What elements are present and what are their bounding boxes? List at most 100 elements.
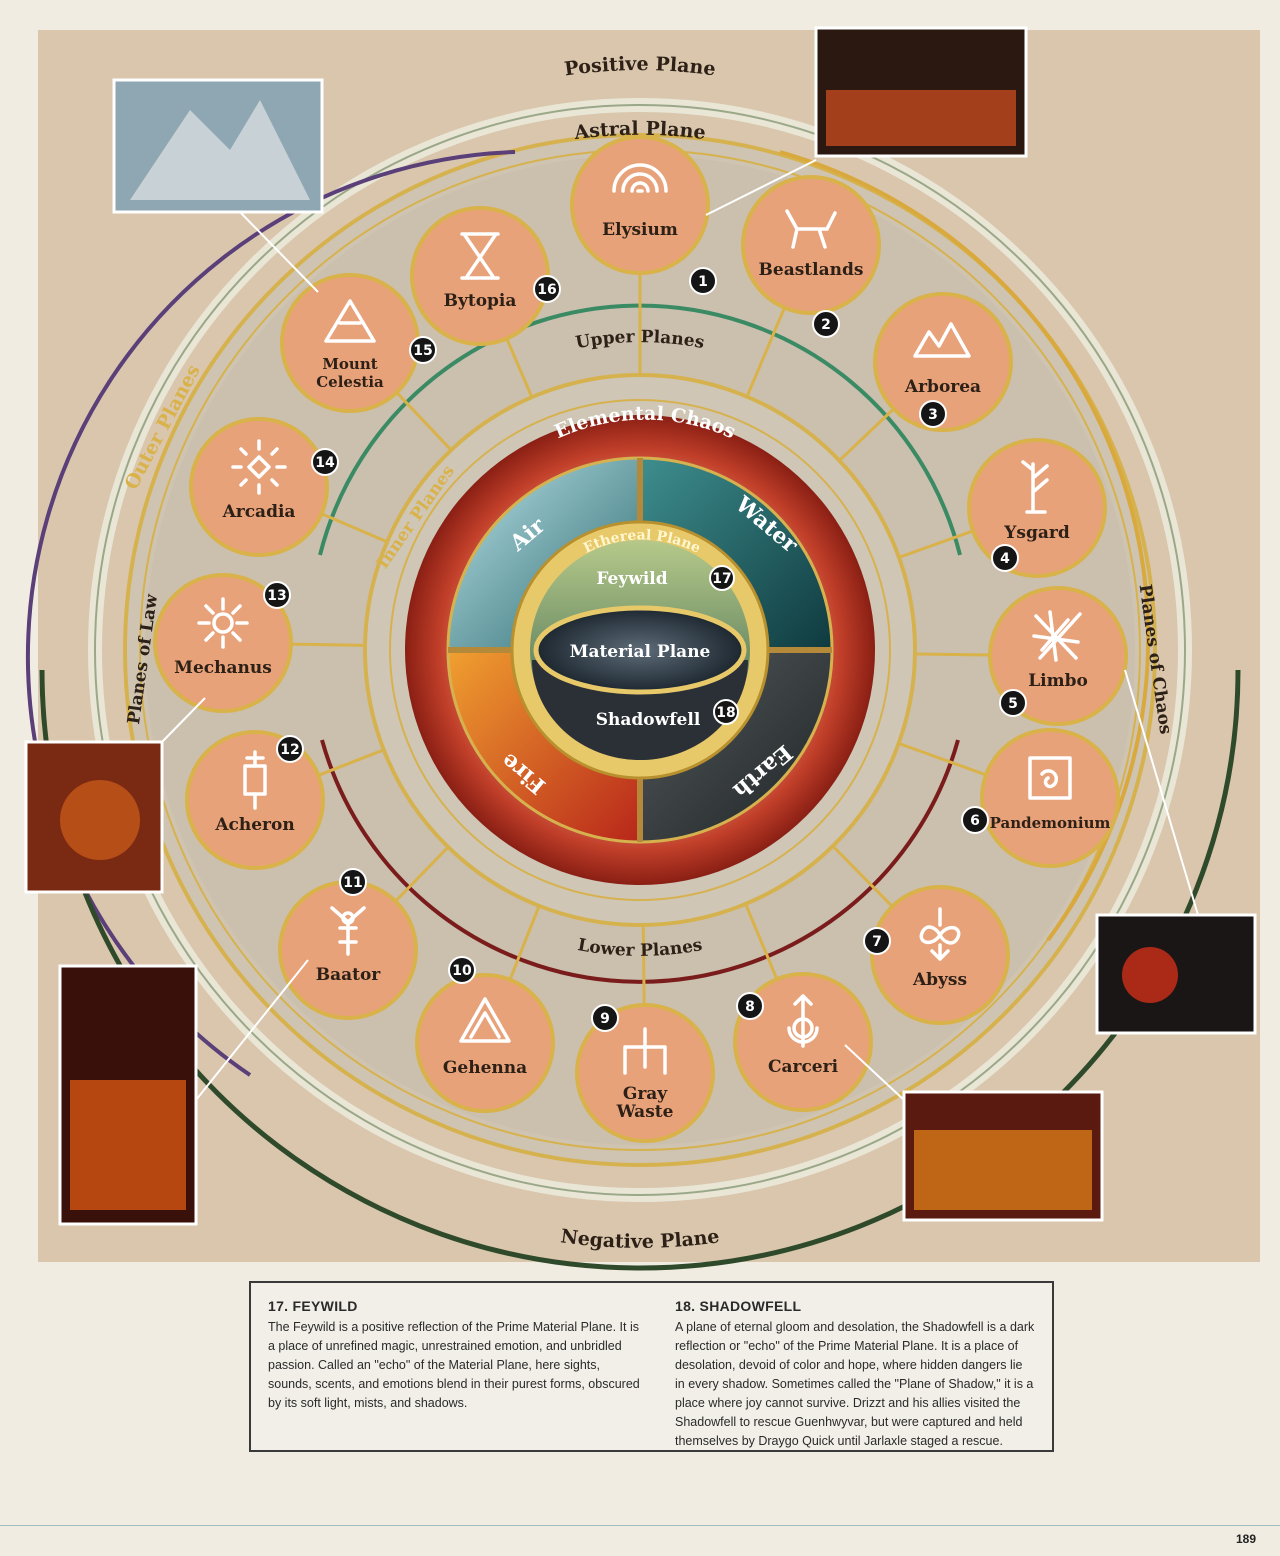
page-edge-line xyxy=(0,1525,1280,1526)
plane-circle xyxy=(575,1003,715,1143)
spoke-14 xyxy=(320,512,388,544)
plane-name: Mechanus xyxy=(174,658,272,678)
baator-art-flames xyxy=(70,1080,186,1210)
plane-badge xyxy=(689,267,717,295)
triangle-bar-icon xyxy=(324,299,376,343)
feywild-badge xyxy=(709,565,735,591)
mechanus-art-glow xyxy=(60,780,140,860)
plane-badge xyxy=(263,581,291,609)
shadowfell-info-title: 18. SHADOWFELL xyxy=(675,1298,802,1314)
plane-badge xyxy=(591,1004,619,1032)
beast-rune-icon xyxy=(785,209,837,249)
shadowfell-info-text: A plane of eternal gloom and desolation,… xyxy=(675,1320,1035,1448)
plane-disc-elysium: Elysium 1 xyxy=(570,135,717,295)
plane-badge xyxy=(736,992,764,1020)
plane-badge-number: 1 xyxy=(698,274,708,290)
info-box: 17. FEYWILD The Feywild is a positive re… xyxy=(249,1281,1054,1452)
positive-plane-ring-edge xyxy=(94,104,1186,1196)
plane-name: Mount xyxy=(322,355,377,373)
plane-circle xyxy=(967,438,1107,578)
plane-disc-acheron: Acheron 12 xyxy=(185,730,325,870)
elysium-art-sunset xyxy=(826,90,1016,146)
feywild-info-text: The Feywild is a positive reflection of … xyxy=(268,1320,640,1410)
plane-badge xyxy=(812,310,840,338)
plane-disc-bytopia: Bytopia 16 xyxy=(410,206,561,346)
plane-disc-beastlands: Beastlands 2 xyxy=(741,175,881,338)
plane-spokes xyxy=(290,273,991,1006)
limbo-pointer xyxy=(1124,669,1199,916)
hourglass-icon xyxy=(460,232,500,280)
plane-circle xyxy=(988,586,1128,726)
plane-name: Ysgard xyxy=(1003,523,1070,543)
plane-name: Pandemonium xyxy=(990,814,1111,832)
spoke-8 xyxy=(744,903,779,980)
branch-rune-icon xyxy=(1021,460,1049,514)
shadowfell-badge xyxy=(713,699,739,725)
plane-name: Bytopia xyxy=(444,291,517,311)
gear-sun-icon xyxy=(197,597,249,649)
square-spiral-icon xyxy=(1028,756,1072,800)
spoke-15 xyxy=(395,391,453,452)
plane-circle xyxy=(873,292,1013,432)
spoke-4 xyxy=(898,529,974,559)
baator-pointer xyxy=(195,959,309,1101)
plane-badge-number: 3 xyxy=(928,407,938,423)
plane-name: Acheron xyxy=(214,815,294,835)
spoke-6 xyxy=(898,741,987,777)
plane-name: Celestia xyxy=(316,373,384,391)
carceri-pointer xyxy=(844,1044,905,1101)
lower-planes-arc xyxy=(320,739,960,984)
elysium-pointer xyxy=(705,159,817,216)
feywild-badge-number: 17 xyxy=(712,571,731,587)
plane-circle xyxy=(415,973,555,1113)
spoke-5 xyxy=(914,652,991,657)
plane-badge-number: 12 xyxy=(280,742,299,758)
eye-arrow-icon xyxy=(787,994,819,1048)
celestia-art-mountains xyxy=(130,100,310,200)
spoke-16 xyxy=(505,337,534,398)
material-plane-disc xyxy=(533,605,747,695)
plane-badge-number: 11 xyxy=(343,875,362,891)
feywild-info-title: 17. FEYWILD xyxy=(268,1298,358,1314)
plane-badge-number: 2 xyxy=(821,317,831,333)
spoke-12 xyxy=(317,748,385,777)
plane-name: Abyss xyxy=(912,970,967,990)
shadowfell-info: 18. SHADOWFELL A plane of eternal gloom … xyxy=(675,1298,1035,1451)
mountain-peaks-icon xyxy=(913,322,971,358)
plane-name: Gehenna xyxy=(443,1058,527,1078)
plane-name: Elysium xyxy=(602,220,678,240)
plane-circle xyxy=(741,175,881,315)
plane-badge xyxy=(999,689,1027,717)
carceri-art-glow xyxy=(914,1130,1092,1210)
spoke-2 xyxy=(745,307,786,398)
plane-badge xyxy=(339,868,367,896)
plane-badge-number: 16 xyxy=(537,282,556,298)
plane-badge-number: 13 xyxy=(267,588,286,604)
mechanus-pointer xyxy=(161,697,206,743)
plane-badge xyxy=(533,275,561,303)
shadowfell-label: Shadowfell xyxy=(596,710,701,730)
plane-badge-number: 15 xyxy=(413,343,432,359)
outer-planes-group: Elysium 1 Beastlands 2 Arborea3Ysgard4Limbo5… xyxy=(153,135,1128,1143)
plane-name: Beastlands xyxy=(759,260,864,280)
plane-name: Waste xyxy=(616,1102,674,1122)
plane-badge xyxy=(311,448,339,476)
plane-badge-number: 8 xyxy=(745,999,755,1015)
plane-badge-number: 5 xyxy=(1008,696,1018,712)
trident-rune-icon xyxy=(623,1027,667,1075)
plane-badge xyxy=(409,336,437,364)
celestia-pointer xyxy=(239,211,319,293)
alchemical-fork-icon xyxy=(330,906,366,956)
chaos-scribble-icon xyxy=(1032,610,1082,662)
feywild-info: 17. FEYWILD The Feywild is a positive re… xyxy=(268,1298,640,1413)
nested-triangle-icon xyxy=(459,997,511,1043)
